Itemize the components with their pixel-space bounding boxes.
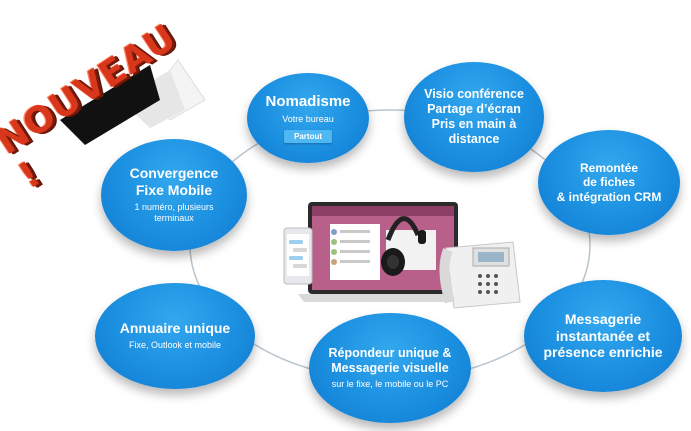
laptop-base bbox=[298, 294, 468, 302]
repondeur-bubble: Répondeur unique & Messagerie visuelle s… bbox=[309, 313, 471, 423]
annuaire-title: Annuaire unique bbox=[120, 320, 230, 337]
nomadisme-subtitle: Votre bureau bbox=[282, 114, 334, 126]
repondeur-title: Répondeur unique & Messagerie visuelle bbox=[329, 346, 452, 376]
messagerie-bubble: Messagerie instantanée et présence enric… bbox=[524, 280, 682, 392]
visio-title: Visio conférence Partage d’écran Pris en… bbox=[424, 87, 524, 147]
convergence-title: Convergence Fixe Mobile bbox=[130, 165, 219, 199]
messagerie-title: Messagerie instantanée et présence enric… bbox=[543, 311, 662, 361]
crm-title: Remontée de fiches & intégration CRM bbox=[557, 161, 662, 204]
nomadisme-title: Nomadisme bbox=[265, 93, 350, 111]
nomadisme-bubble: Nomadisme Votre bureau Partout bbox=[247, 73, 369, 163]
annuaire-bubble: Annuaire unique Fixe, Outlook et mobile bbox=[95, 283, 255, 389]
convergence-bubble: Convergence Fixe Mobile 1 numéro, plusie… bbox=[101, 139, 247, 251]
annuaire-subtitle: Fixe, Outlook et mobile bbox=[129, 340, 221, 352]
partout-badge: Partout bbox=[284, 130, 332, 143]
convergence-subtitle: 1 numéro, plusieurs terminaux bbox=[134, 202, 213, 225]
visio-bubble: Visio conférence Partage d’écran Pris en… bbox=[404, 62, 544, 172]
devices-illustration bbox=[268, 190, 528, 315]
repondeur-subtitle: sur le fixe, le mobile ou le PC bbox=[332, 379, 449, 391]
crm-bubble: Remontée de fiches & intégration CRM bbox=[538, 130, 680, 235]
